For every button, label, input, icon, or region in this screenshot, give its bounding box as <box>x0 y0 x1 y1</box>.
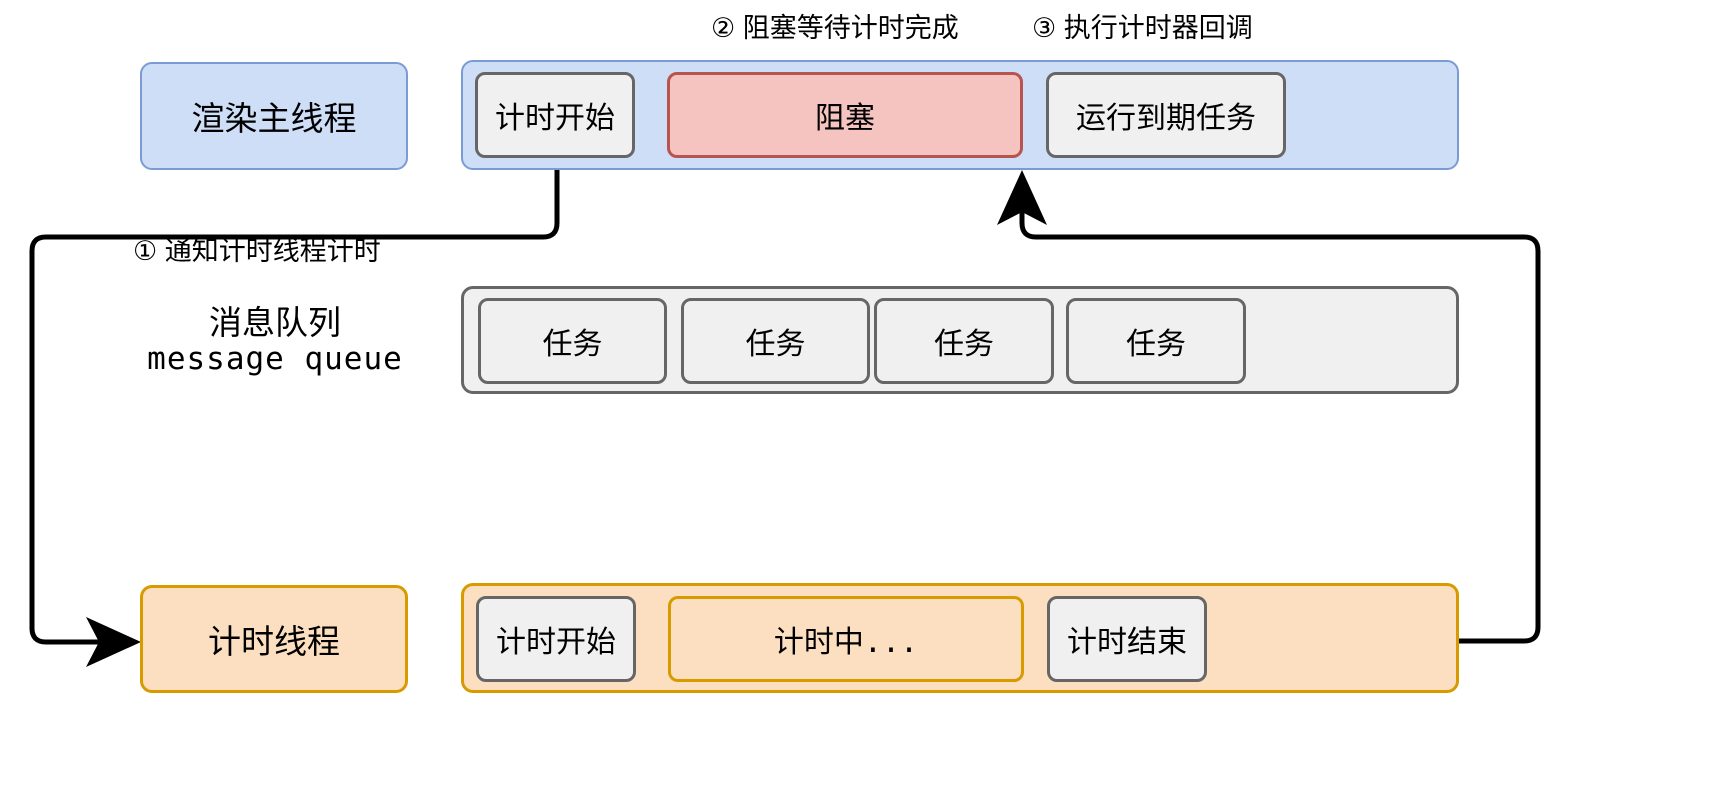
chip-task-3[interactable]: 任务 <box>874 298 1054 384</box>
lane-track-render-main-thread: 计时开始 阻塞 运行到期任务 <box>461 60 1459 170</box>
lane-label-text-cn: 消息队列 <box>209 304 341 341</box>
chip-task-1[interactable]: 任务 <box>478 298 667 384</box>
chip-label: 运行到期任务 <box>1076 102 1256 135</box>
chip-timing-start[interactable]: 计时开始 <box>476 596 636 682</box>
chip-label: 任务 <box>745 328 806 361</box>
annotation-step2: ② 阻塞等待计时完成 <box>711 13 959 43</box>
chip-task-2[interactable]: 任务 <box>681 298 870 384</box>
chip-label: 计时开始 <box>495 102 615 135</box>
chip-run-expired-task[interactable]: 运行到期任务 <box>1046 72 1286 158</box>
lane-label-text: 计时线程 <box>208 623 340 660</box>
lane-label-text: 渲染主线程 <box>191 100 357 137</box>
lane-track-message-queue: 任务 任务 任务 任务 <box>461 286 1459 394</box>
chip-label: 计时中... <box>773 625 919 660</box>
lane-label-timer-thread: 计时线程 <box>140 585 408 693</box>
chip-label: 任务 <box>542 328 603 361</box>
lane-label-render-main-thread: 渲染主线程 <box>140 62 408 170</box>
chip-label: 计时结束 <box>1067 626 1187 659</box>
chip-label: 任务 <box>934 328 994 361</box>
chip-label: 任务 <box>1126 328 1186 361</box>
annotation-step3: ③ 执行计时器回调 <box>1032 13 1253 43</box>
chip-label: 阻塞 <box>815 102 875 135</box>
connector-step3 <box>997 170 1541 644</box>
chip-timing-end[interactable]: 计时结束 <box>1047 596 1207 682</box>
chip-timer-start[interactable]: 计时开始 <box>475 72 635 158</box>
annotation-step1: ① 通知计时线程计时 <box>133 236 381 266</box>
chip-blocked[interactable]: 阻塞 <box>667 72 1023 158</box>
chip-timing-running[interactable]: 计时中... <box>668 596 1024 682</box>
chip-label: 计时开始 <box>496 626 616 659</box>
chip-task-4[interactable]: 任务 <box>1066 298 1246 384</box>
lane-track-timer-thread: 计时开始 计时中... 计时结束 <box>461 583 1459 693</box>
lane-label-text-en: message queue <box>147 340 403 377</box>
lane-label-message-queue: 消息队列 message queue <box>120 304 430 377</box>
